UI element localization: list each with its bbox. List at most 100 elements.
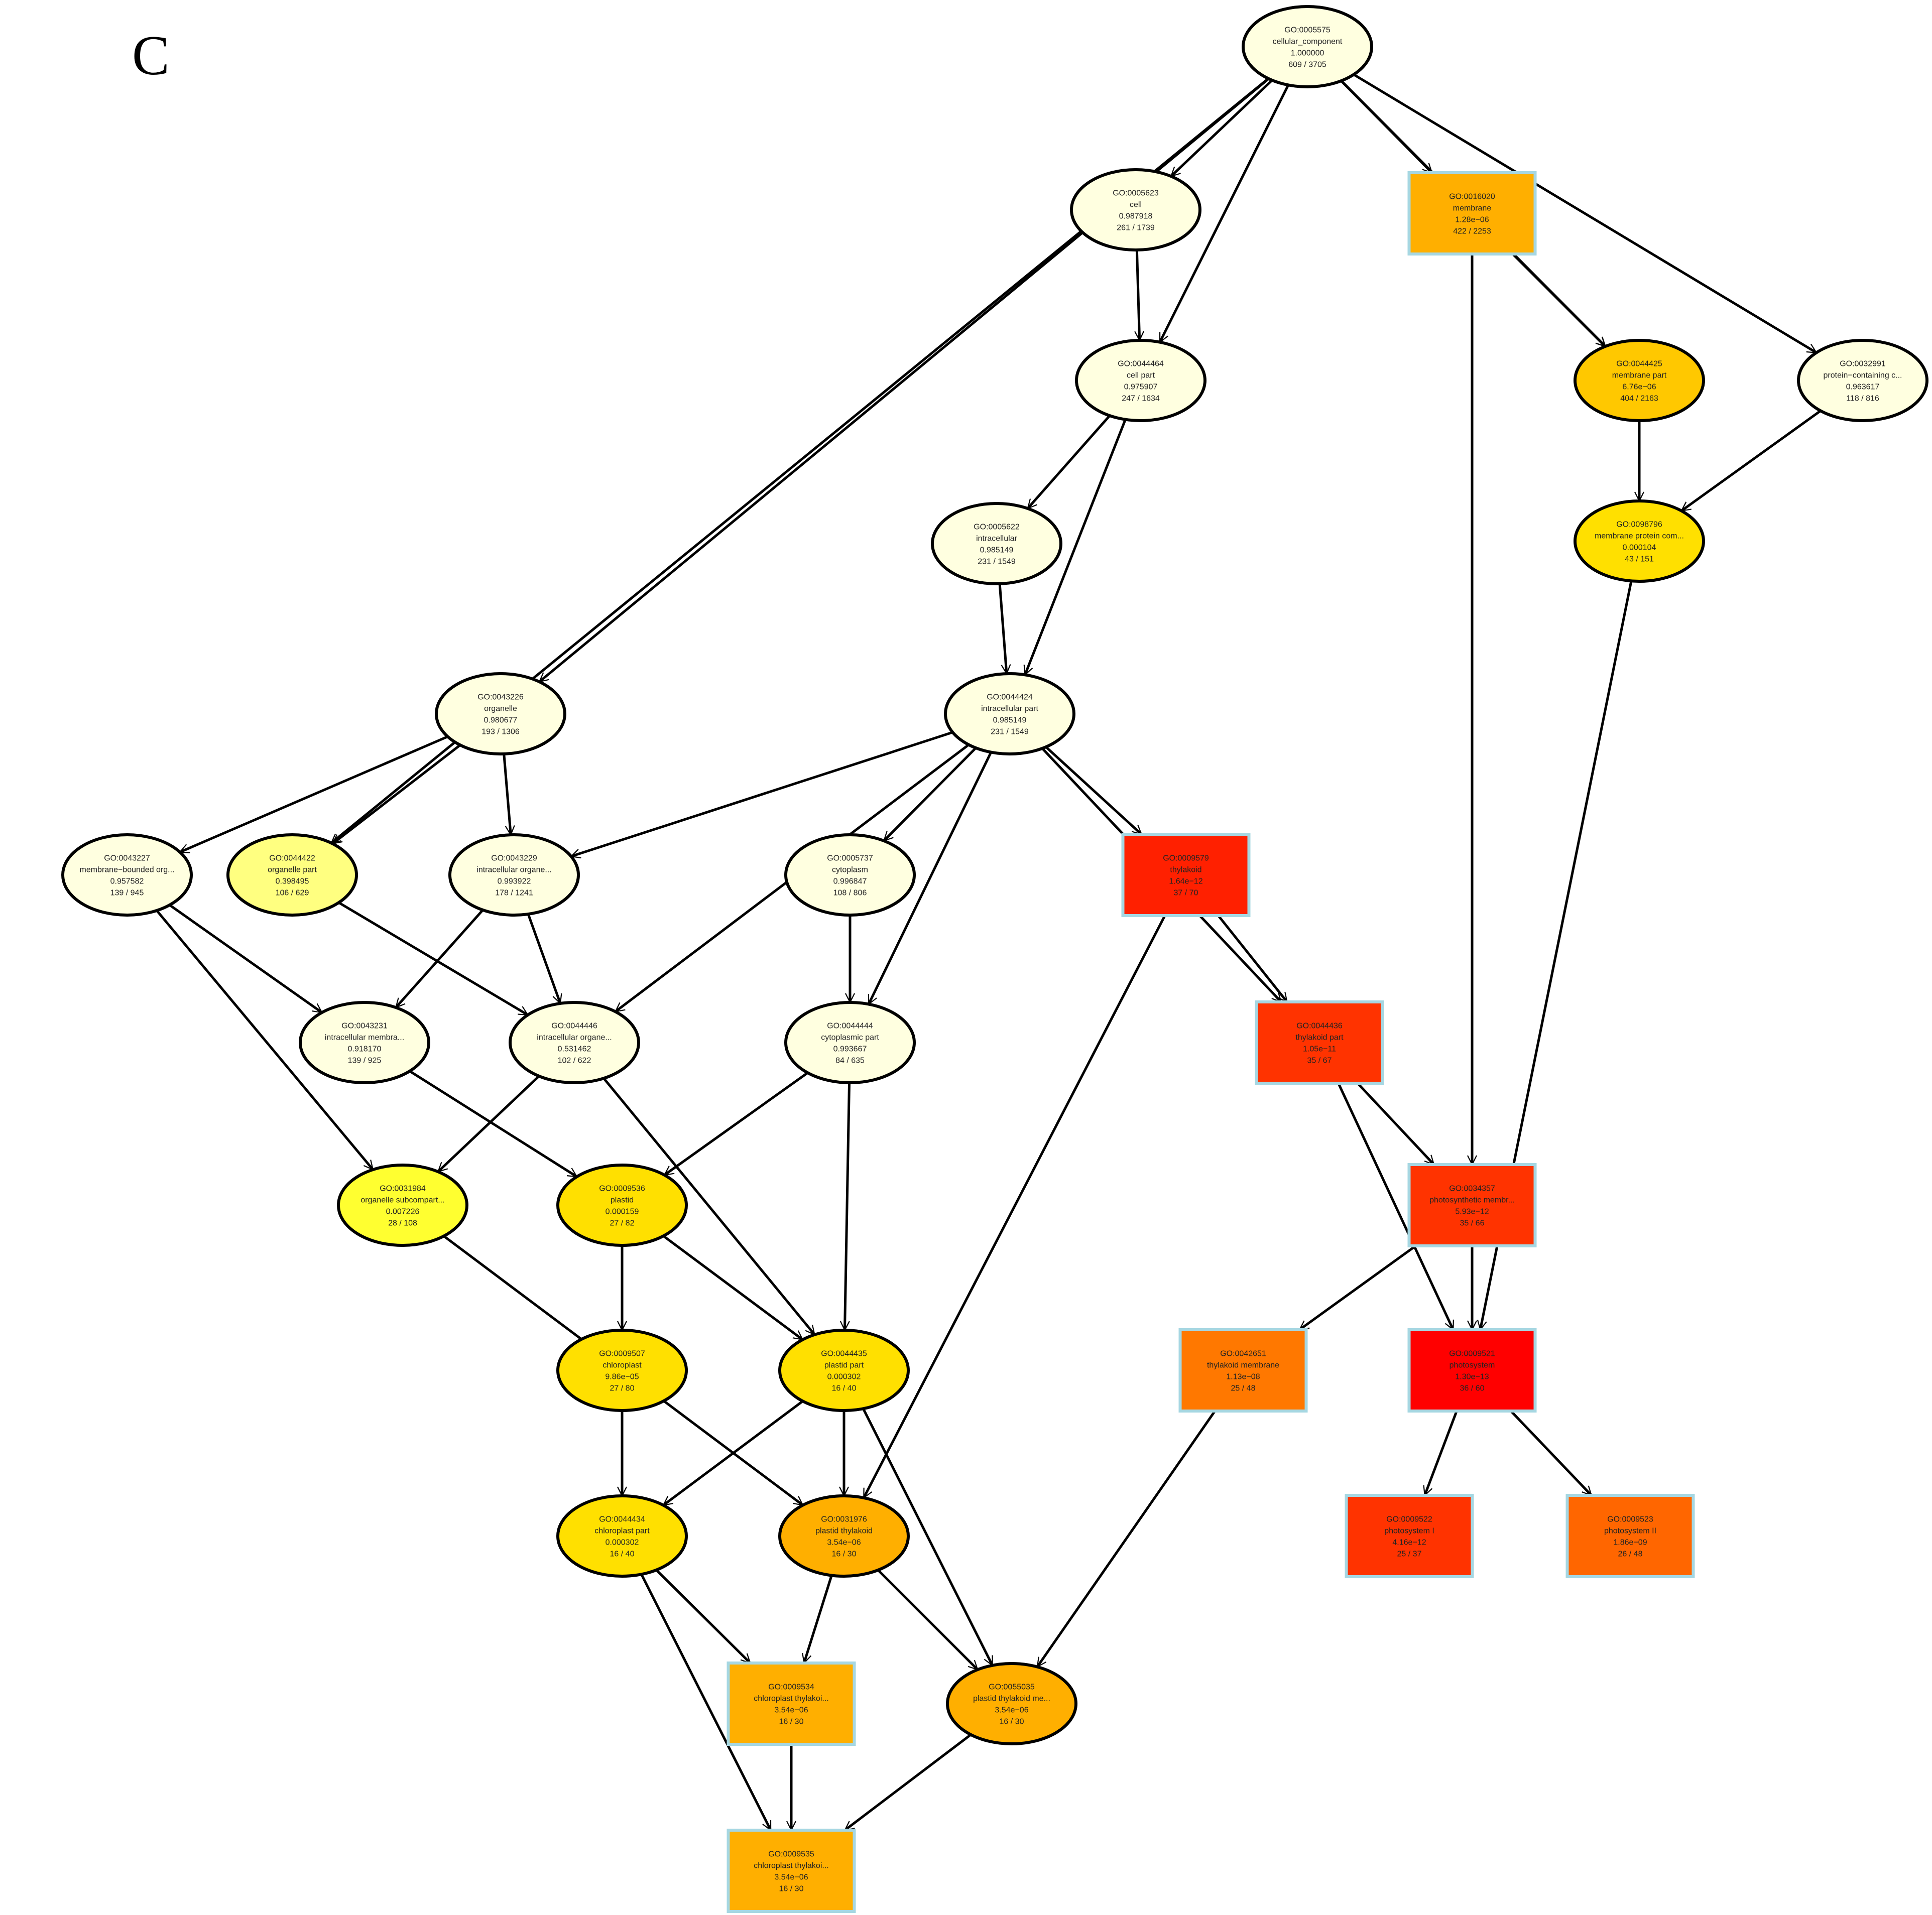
node-ellipse	[509, 1001, 640, 1084]
node-count-label: 193 / 1306	[481, 728, 520, 736]
edge-GO0044435-to-GO0044434	[663, 1400, 804, 1506]
node-ellipse	[946, 1662, 1077, 1745]
edge-GO0044464-to-GO0005622	[1026, 415, 1111, 508]
node-term-label: photosystem	[1450, 1361, 1495, 1370]
node-term-label: cytoplasm	[832, 866, 868, 874]
edge-GO0043229-to-GO0044446	[527, 914, 560, 1003]
node-term-label: chloroplast part	[594, 1527, 650, 1536]
node-term-label: chloroplast	[602, 1361, 642, 1370]
node-id-label: GO:0032991	[1840, 360, 1886, 368]
panel-label: C	[132, 25, 170, 87]
node-count-label: 247 / 1634	[1122, 395, 1160, 403]
node-id-label: GO:0009579	[1163, 854, 1209, 863]
node-box	[1407, 1163, 1537, 1247]
node-ellipse	[944, 672, 1075, 755]
node-pvalue-label: 1.13e−08	[1226, 1373, 1260, 1381]
node-id-label: GO:0009521	[1449, 1350, 1495, 1358]
node-pvalue-label: 0.000159	[606, 1208, 639, 1216]
node-id-label: GO:0055035	[989, 1683, 1035, 1692]
node-count-label: 16 / 30	[779, 1885, 804, 1893]
node-id-label: GO:0034357	[1449, 1185, 1495, 1193]
node-term-label: plastid thylakoid	[815, 1527, 873, 1536]
node-term-label: thylakoid membrane	[1207, 1361, 1279, 1370]
node-pvalue-label: 0.000302	[606, 1539, 639, 1547]
node-id-label: GO:0005737	[827, 854, 873, 863]
node-count-label: 16 / 30	[832, 1550, 857, 1559]
node-pvalue-label: 4.16e−12	[1392, 1539, 1426, 1547]
node-term-label: intracellular part	[981, 705, 1038, 713]
node-pvalue-label: 5.93e−12	[1455, 1208, 1489, 1216]
node-term-label: photosystem II	[1604, 1527, 1656, 1536]
node-count-label: 404 / 2163	[1620, 395, 1658, 403]
node-count-label: 27 / 80	[610, 1384, 635, 1393]
edge-GO0009536-to-GO0044435	[662, 1235, 802, 1341]
node-ellipse	[448, 833, 580, 917]
edge-GO0009579-to-GO0031976	[863, 915, 1166, 1498]
edge-GO0009521-to-GO0009522	[1425, 1411, 1458, 1495]
node-pvalue-label: 0.957582	[110, 877, 144, 886]
node-count-label: 139 / 945	[110, 889, 144, 898]
node-count-label: 16 / 40	[832, 1384, 857, 1393]
go-node-go-0005575[interactable]: GO:0005575cellular_component1.000000609 …	[1242, 5, 1373, 88]
node-ellipse	[226, 833, 358, 917]
node-id-label: GO:0044444	[827, 1022, 873, 1031]
node-count-label: 108 / 806	[833, 889, 867, 898]
node-pvalue-label: 0.985149	[993, 716, 1027, 725]
node-term-label: chloroplast thylakoi...	[754, 1695, 828, 1703]
edge-GO0044444-to-GO0044435	[844, 1082, 851, 1330]
edge-GO0044434-to-GO0009535	[640, 1574, 772, 1830]
edge-GO0031976-to-GO0055035	[877, 1569, 979, 1671]
edge-GO0044424-to-GO0044444	[867, 751, 993, 1004]
edges-layer	[156, 73, 1822, 1830]
node-term-label: thylakoid part	[1295, 1034, 1344, 1042]
node-id-label: GO:0044446	[551, 1022, 597, 1031]
node-id-label: GO:0044434	[599, 1515, 645, 1524]
node-term-label: cell part	[1127, 371, 1155, 380]
node-term-label: photosystem I	[1384, 1527, 1434, 1536]
edge-GO0042651-to-GO0055035	[1036, 1410, 1216, 1667]
edge-GO0044424-to-GO0009579	[1045, 746, 1141, 835]
node-ellipse	[1242, 5, 1373, 88]
node-term-label: intracellular organe...	[476, 866, 551, 874]
node-pvalue-label: 1.28e−06	[1455, 216, 1489, 224]
node-term-label: organelle	[484, 705, 517, 713]
node-term-label: protein−containing c...	[1824, 371, 1902, 380]
node-ellipse	[337, 1164, 468, 1247]
node-box	[1178, 1328, 1308, 1413]
node-ellipse	[778, 1494, 910, 1578]
node-pvalue-label: 0.975907	[1124, 383, 1158, 392]
node-term-label: chloroplast thylakoi...	[754, 1862, 828, 1870]
